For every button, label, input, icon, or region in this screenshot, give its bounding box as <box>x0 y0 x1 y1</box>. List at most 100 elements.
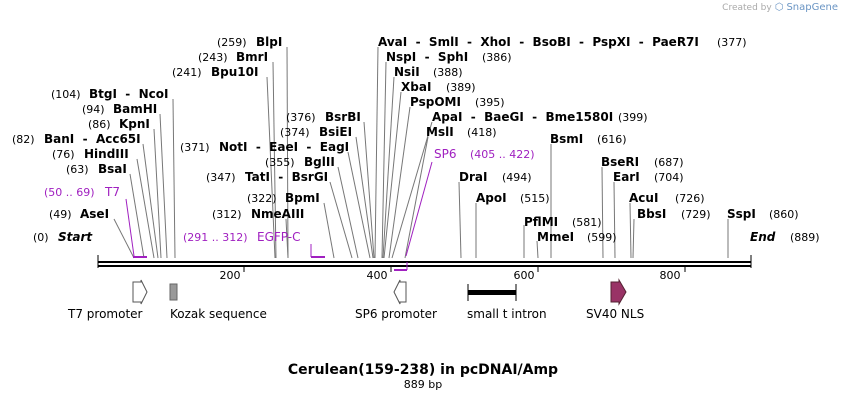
site-pos: (371) <box>180 141 210 154</box>
site-name: KpnI <box>119 117 150 131</box>
site-pos: (377) <box>717 36 747 49</box>
site-name: ApaI - BaeGI - Bme1580I <box>432 110 613 124</box>
site-pos: (259) <box>217 36 247 49</box>
site-name: AvaI - SmlI - XhoI - BsoBI - PspXI - Pae… <box>378 35 699 49</box>
site-pos: (355) <box>265 156 295 169</box>
site-name: BseRI <box>601 155 639 169</box>
site-name: NmeAIII <box>251 207 304 221</box>
site-name: ApoI <box>476 191 507 205</box>
site-name: NsiI <box>394 65 420 79</box>
site-pos: (726) <box>675 192 705 205</box>
ruler-tick-800: 800 <box>660 269 681 282</box>
site-name: AcuI <box>629 191 658 205</box>
site-name: MslI <box>426 125 454 139</box>
site-name: NotI - EaeI - EagI <box>219 140 349 154</box>
site-pos: (374) <box>280 126 310 139</box>
site-pos: (581) <box>572 216 602 229</box>
site-pos: (494) <box>502 171 532 184</box>
site-name: BglII <box>304 155 335 169</box>
site-pos: (376) <box>286 111 316 124</box>
arrow-right-icon <box>132 279 148 305</box>
primer-range: (50 .. 69) <box>44 186 95 199</box>
feature-label: SV40 NLS <box>586 307 644 321</box>
site-pos: (104) <box>51 88 81 101</box>
start-label: Start <box>58 230 93 244</box>
site-pos: (63) <box>66 163 89 176</box>
site-pos: (86) <box>88 118 111 131</box>
feature-label: T7 promoter <box>67 307 143 321</box>
site-name: DraI <box>459 170 487 184</box>
site-pos: (418) <box>467 126 497 139</box>
ruler-tick-600: 600 <box>514 269 535 282</box>
end-position: (889) <box>790 231 820 244</box>
ruler-tick-400: 400 <box>367 269 388 282</box>
feature-small-t-intron: small t intron <box>467 284 547 321</box>
site-pos: (704) <box>654 171 684 184</box>
site-name: EarI <box>613 170 640 184</box>
site-name: MmeI <box>537 230 574 244</box>
site-name: TatI - BsrGI <box>245 170 328 184</box>
site-pos: (322) <box>247 192 277 205</box>
box-icon <box>169 283 178 301</box>
primer-t7: (50 .. 69) T7 <box>44 185 147 258</box>
site-name: XbaI <box>401 80 431 94</box>
primer-range: (291 .. 312) <box>183 231 248 244</box>
site-name: HindIII <box>84 147 129 161</box>
feature-sv40-nls: SV40 NLS <box>586 278 644 321</box>
site-pos: (729) <box>681 208 711 221</box>
snapgene-logo-icon: ⬡ <box>774 2 784 13</box>
site-pos: (687) <box>654 156 684 169</box>
map-subtitle: 889 bp <box>404 378 442 391</box>
primer-name: SP6 <box>434 147 457 161</box>
site-name: BbsI <box>637 207 666 221</box>
snapgene-credit: Created by ⬡ SnapGene <box>722 2 838 13</box>
site-name: SspI <box>727 207 756 221</box>
feature-label: small t intron <box>467 307 547 321</box>
ruler-tick-200: 200 <box>220 269 241 282</box>
site-name: BamHI <box>113 102 157 116</box>
site-pos: (347) <box>206 171 236 184</box>
site-name: AseI <box>80 207 109 221</box>
site-pos: (860) <box>769 208 799 221</box>
site-name: BanI - Acc65I <box>44 132 141 146</box>
map-title: Cerulean(159-238) in pcDNAI/Amp <box>288 362 558 378</box>
start-position: (0) <box>33 231 49 244</box>
primer-egfp-c: (291 .. 312) EGFP-C <box>183 230 325 258</box>
feature-sp6-promoter: SP6 promoter <box>355 279 437 321</box>
arrow-left-icon <box>393 279 407 305</box>
site-name: BsaI <box>98 162 127 176</box>
site-name: PspOMI <box>410 95 461 109</box>
site-pos: (94) <box>82 103 105 116</box>
site-leader-lines <box>113 46 729 259</box>
primer-range: (405 .. 422) <box>470 148 535 161</box>
feature-t7-promoter: T7 promoter <box>67 279 148 321</box>
arrow-right-icon <box>610 278 627 306</box>
end-label: End <box>750 230 776 244</box>
site-pos: (243) <box>198 51 228 64</box>
site-pos: (616) <box>597 133 627 146</box>
feature-kozak-sequence: Kozak sequence <box>169 283 267 321</box>
site-pos: (82) <box>12 133 35 146</box>
site-name: Bpu10I <box>211 65 258 79</box>
site-pos: (241) <box>172 66 202 79</box>
site-pos: (386) <box>482 51 512 64</box>
site-pos: (389) <box>446 81 476 94</box>
primer-name: T7 <box>104 185 120 199</box>
site-name: BtgI - NcoI <box>89 87 169 101</box>
primer-name: EGFP-C <box>257 230 300 244</box>
site-name: BsrBI <box>325 110 361 124</box>
site-pos: (399) <box>618 111 648 124</box>
site-name: BsmI <box>550 132 583 146</box>
site-name: BsiEI <box>319 125 352 139</box>
site-name: PflMI <box>524 215 558 229</box>
site-name: BmrI <box>236 50 268 64</box>
feature-label: Kozak sequence <box>170 307 267 321</box>
site-pos: (312) <box>212 208 242 221</box>
site-pos: (599) <box>587 231 617 244</box>
primer-sp6: SP6 (405 .. 422) <box>394 147 535 271</box>
site-name: NspI - SphI <box>386 50 468 64</box>
ruler: 200 400 600 800 <box>220 266 686 282</box>
credit-brand: SnapGene <box>786 2 838 13</box>
site-name: BpmI <box>285 191 320 205</box>
